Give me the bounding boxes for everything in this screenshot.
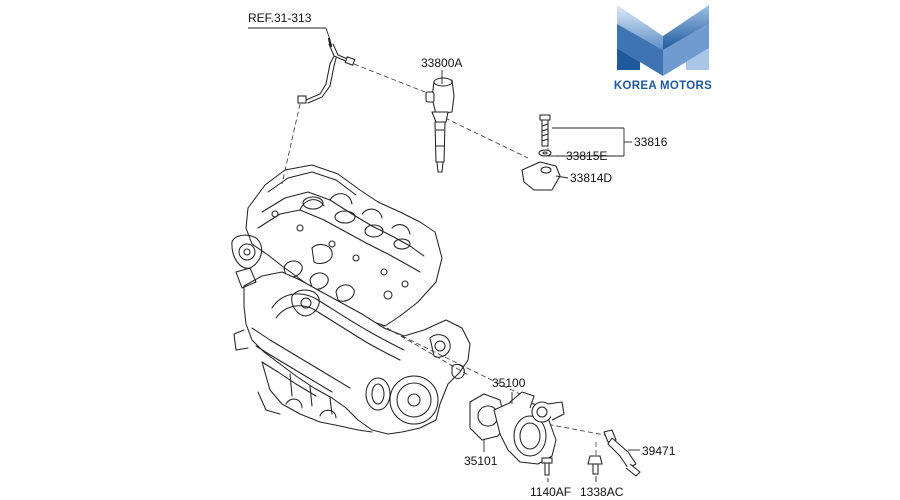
injector-clamp xyxy=(521,161,561,191)
housing-nut xyxy=(587,455,603,475)
label-injector: 33800A xyxy=(421,56,462,70)
label-ref: REF.31-313 xyxy=(248,11,312,25)
fuel-return-pipe xyxy=(297,37,356,104)
label-washer: 33815E xyxy=(566,149,607,163)
logo-text: KOREA MOTORS xyxy=(614,80,712,92)
leader-lines xyxy=(441,70,640,482)
label-sensor: 39471 xyxy=(642,444,676,458)
korea-motors-logo: KOREA MOTORS xyxy=(614,5,712,92)
temperature-sensor xyxy=(603,429,641,477)
housing-bolt xyxy=(541,457,553,476)
assembly-lines xyxy=(281,63,611,458)
fuel-injector xyxy=(425,77,455,173)
ref-leader-diag xyxy=(325,27,331,41)
injector-clamp-bolt xyxy=(539,114,551,147)
label-bolt: 1140AF xyxy=(530,485,571,499)
label-thermostat-housing: 35100 xyxy=(492,376,526,390)
label-gasket: 35101 xyxy=(464,454,498,468)
engine-block xyxy=(231,164,471,435)
injector-washer xyxy=(538,149,552,157)
label-bolt-assy: 33816 xyxy=(634,135,668,149)
thermostat-housing xyxy=(469,391,565,465)
label-clamp: 33814D xyxy=(570,171,612,185)
label-nut: 1338AC xyxy=(580,485,624,499)
